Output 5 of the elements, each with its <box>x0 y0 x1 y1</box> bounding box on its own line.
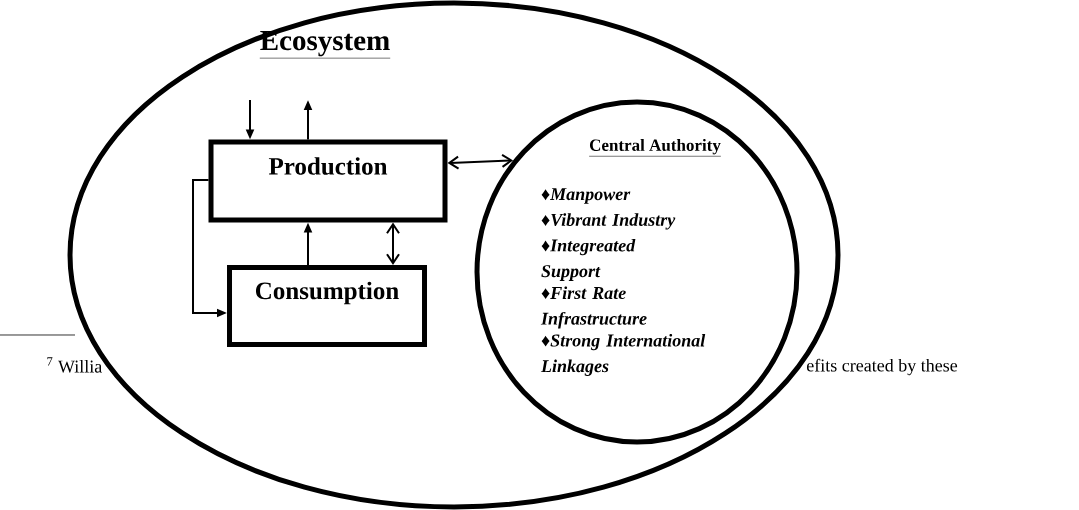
footnote-text: $^{7}$ Willia <box>47 357 102 373</box>
process-box: Production <box>208 139 448 223</box>
arrow <box>386 222 400 265</box>
arrow <box>447 153 514 170</box>
process-box: Consumption <box>227 265 427 347</box>
